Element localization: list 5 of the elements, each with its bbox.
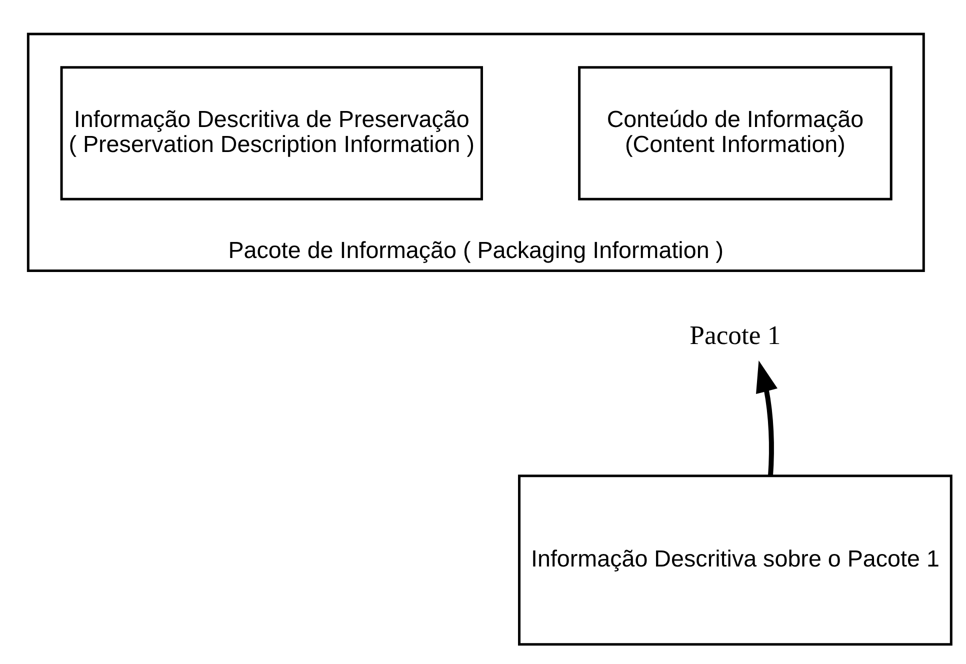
- node-box: Informação Descritiva sobre o Pacote 1: [518, 474, 952, 646]
- node-box: Informação Descritiva de Preservação ( Preservation Description Information ): [60, 66, 483, 200]
- node-text: Pacote 1: [690, 319, 781, 350]
- arrow: [756, 360, 778, 476]
- node-box: Conteúdo de Informação (Content Information): [578, 66, 892, 200]
